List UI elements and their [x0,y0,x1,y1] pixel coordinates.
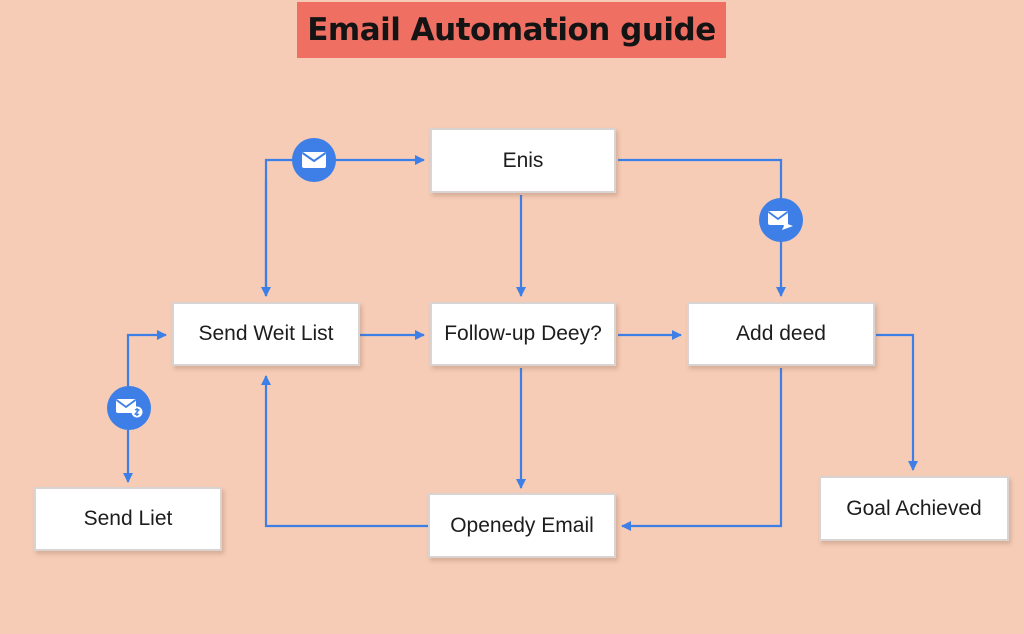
node-send-wait-list[interactable]: Send Weit List [172,302,360,366]
arrow-opened-to-wait-list [261,375,428,528]
arrow-add-deed-to-opened [621,368,783,531]
node-opened-email[interactable]: Openedy Email [428,493,616,558]
envelope-dollar-icon [107,386,151,430]
arrow-loop-to-email [264,155,425,296]
arrow-send-list-to-wait-list [126,330,167,392]
diagram-title: Email Automation guide [297,2,726,58]
node-goal-achieved[interactable]: Goal Achieved [819,476,1009,541]
node-send-list[interactable]: Send Liet [34,487,222,551]
envelope-icon [292,138,336,182]
node-email[interactable]: Enis [430,128,616,193]
envelope-send-icon [759,198,803,242]
node-add-deed[interactable]: Add deed [687,302,875,366]
arrow-add-deed-to-goal [876,333,918,471]
node-follow-up[interactable]: Follow-up Deey? [430,302,616,366]
arrow-email-to-add-deed [618,158,786,297]
